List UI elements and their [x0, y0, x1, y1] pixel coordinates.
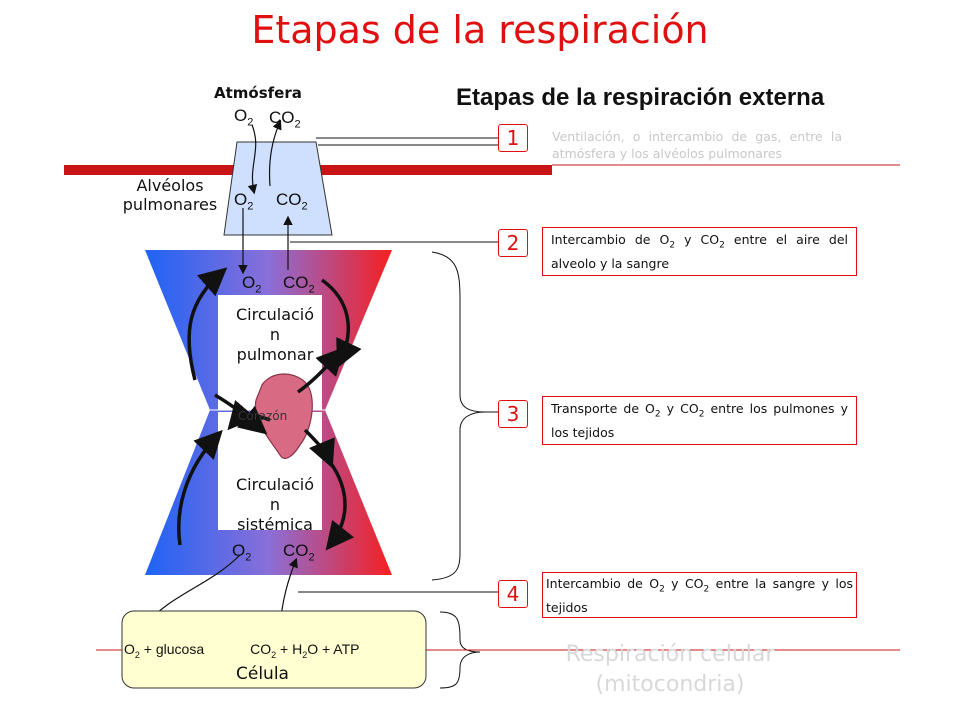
heart-label: Corazón: [238, 409, 288, 423]
alveoli-shape: [223, 141, 333, 236]
step-2-box: Intercambio de O2 y CO2 entre el aire de…: [542, 227, 857, 276]
cell-label: Célula: [236, 664, 289, 684]
step-4-box: Intercambio de O2 y CO2 entre la sangre …: [542, 572, 857, 618]
cell-shape: [121, 610, 427, 689]
alveoli-label: Alvéolos pulmonares: [122, 176, 218, 214]
step-3-box: Transporte de O2 y CO2 entre los pulmone…: [542, 396, 857, 445]
atmosphere-label: Atmósfera: [214, 84, 302, 102]
sys-o2-label: O2: [232, 541, 252, 564]
step-number-4: 4: [498, 580, 528, 608]
pulm-co2-label: CO2: [283, 273, 315, 296]
cellular-respiration-label: Respiración celular(mitocondria): [565, 642, 775, 697]
pulm-o2-label: O2: [242, 273, 262, 296]
step-number-1: 1: [498, 124, 528, 152]
alv-o2-label: O2: [234, 190, 254, 213]
sys-co2-label: CO2: [283, 541, 315, 564]
subtitle: Etapas de la respiración externa: [456, 84, 825, 111]
page-title: Etapas de la respiración: [251, 8, 709, 52]
atm-co2-label: CO2: [269, 108, 301, 131]
step-number-2: 2: [498, 229, 528, 257]
alv-co2-label: CO2: [276, 190, 308, 213]
step-number-3: 3: [498, 400, 528, 428]
step-1-text: Ventilación, o intercambio de gas, entre…: [552, 129, 842, 161]
atm-o2-label: O2: [234, 106, 254, 129]
